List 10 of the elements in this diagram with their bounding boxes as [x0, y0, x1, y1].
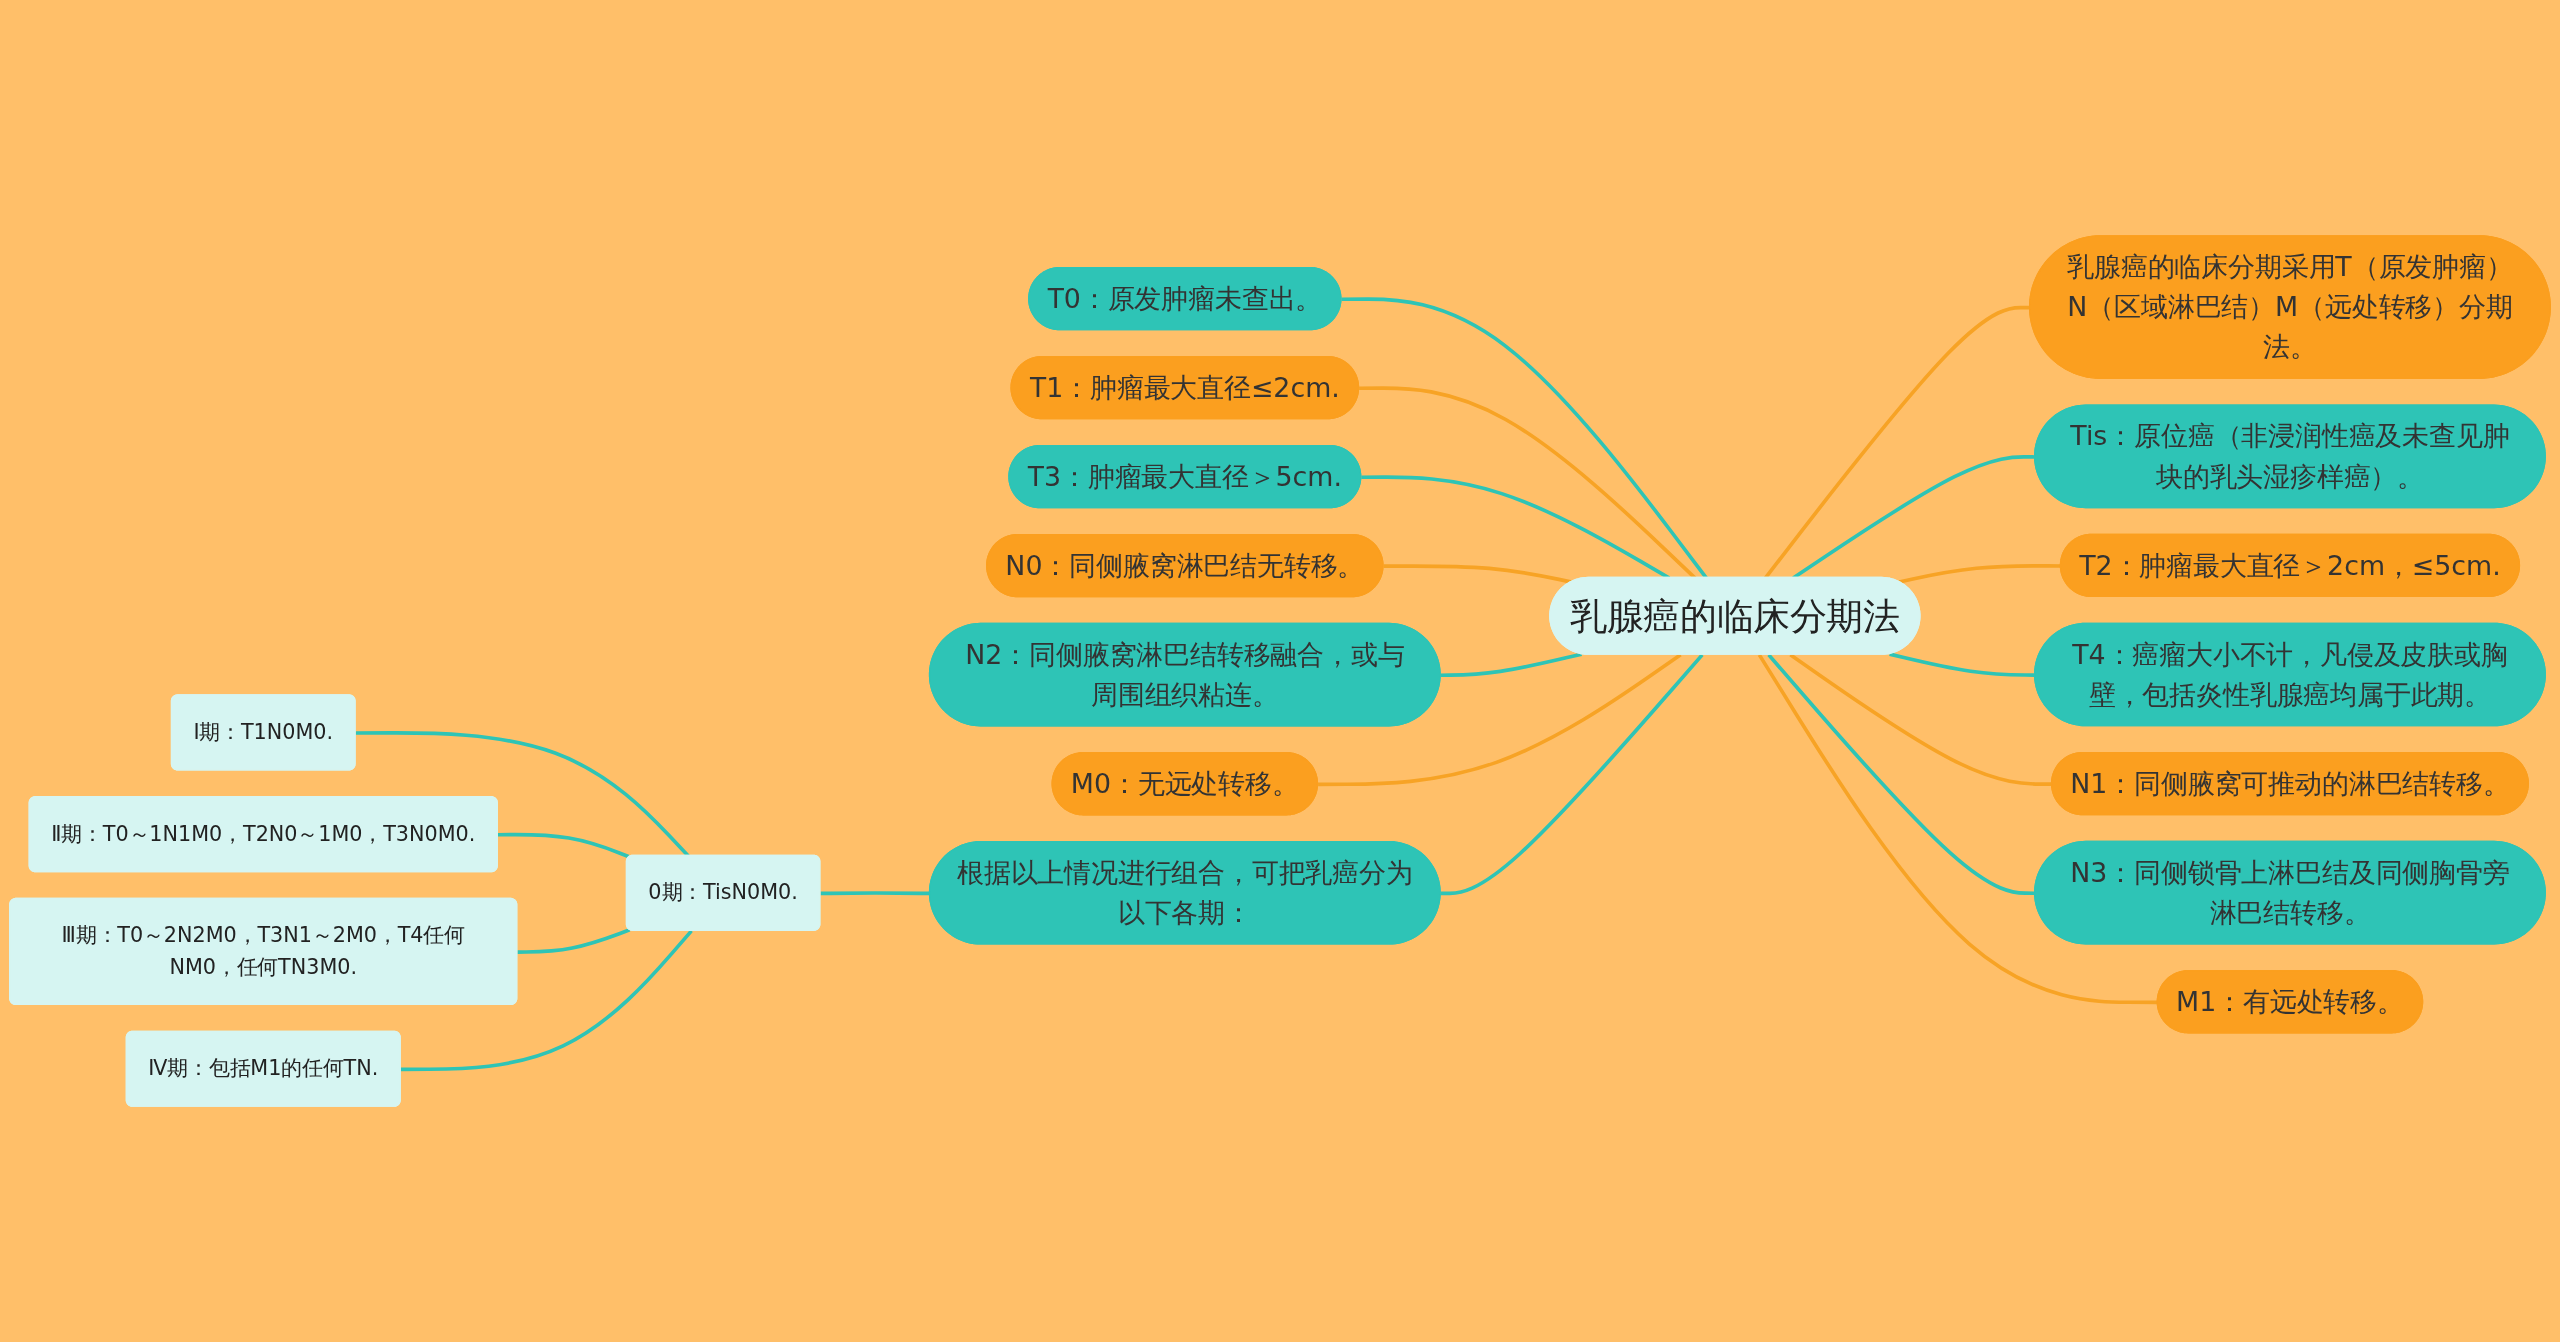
connector	[1318, 653, 1682, 787]
connector	[355, 731, 690, 858]
connector	[400, 929, 693, 1072]
connector	[517, 928, 631, 954]
connector	[497, 832, 631, 859]
connector	[1440, 653, 1704, 896]
connector	[1789, 653, 2053, 786]
connector	[1383, 564, 1572, 584]
connector	[1757, 653, 2158, 1005]
connector	[1440, 652, 1583, 678]
